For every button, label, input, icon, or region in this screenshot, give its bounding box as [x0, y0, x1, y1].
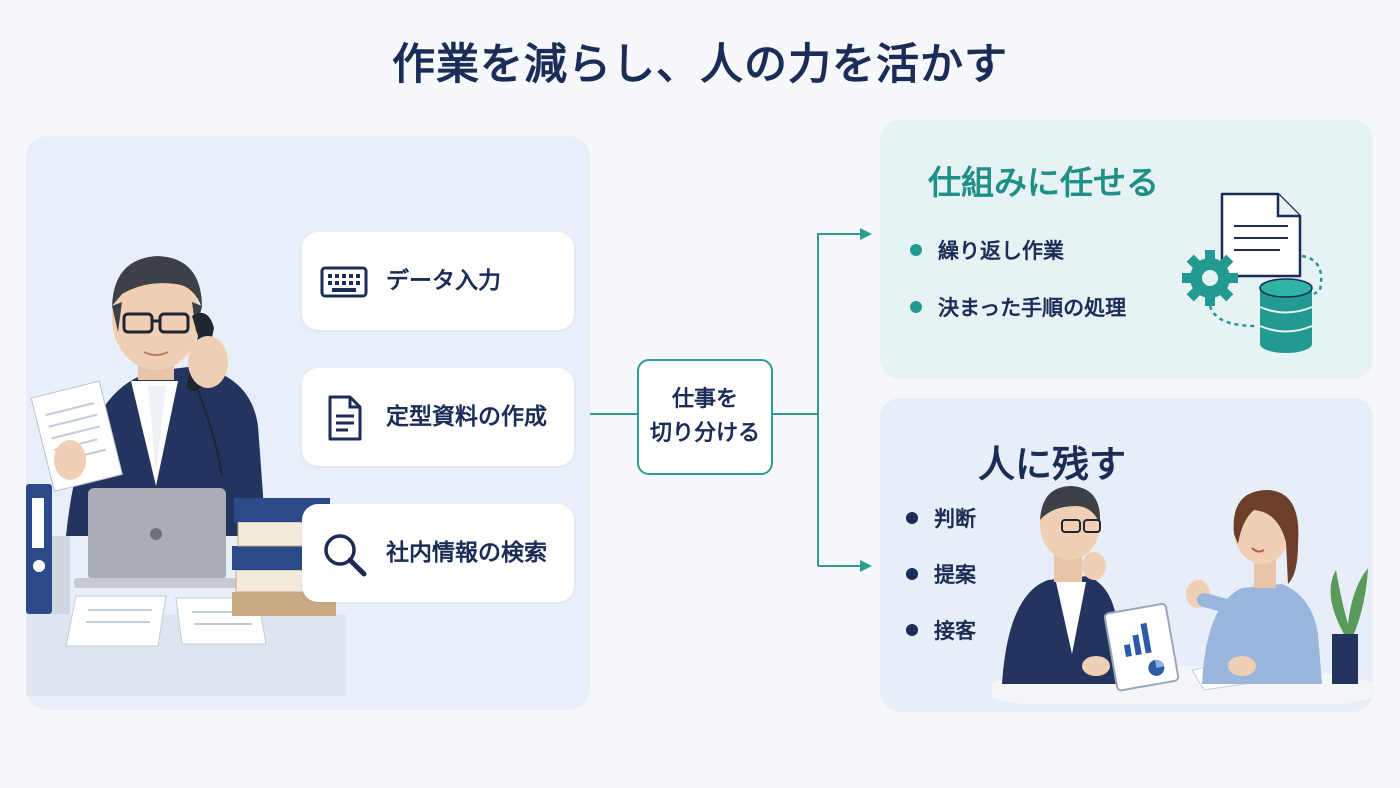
system-item-label: 繰り返し作業	[938, 239, 1064, 263]
bullet-dot	[906, 568, 918, 580]
human-item: 接客	[906, 615, 976, 645]
task-label: データ入力	[386, 268, 501, 294]
database-icon	[1259, 278, 1313, 353]
human-item-label: 提案	[934, 563, 976, 587]
system-title: 仕組みに任せる	[928, 163, 1159, 202]
gear-icon	[1182, 250, 1238, 306]
magnifier-icon	[324, 534, 367, 577]
task-card-info-search: 社内情報の検索	[302, 504, 574, 602]
task-card-data-entry: データ入力	[302, 232, 574, 330]
human-item-label: 判断	[934, 507, 976, 531]
system-item: 決まった手順の処理	[910, 292, 1126, 322]
human-title: 人に残す	[978, 443, 1126, 486]
system-item: 繰り返し作業	[910, 235, 1064, 265]
human-panel: 人に残す 判断 提案 接客	[880, 398, 1373, 712]
busy-worker-illustration	[26, 256, 346, 696]
system-item-label: 決まった手順の処理	[938, 296, 1127, 320]
task-label: 社内情報の検索	[386, 540, 547, 566]
consultation-illustration	[992, 486, 1372, 704]
split-work-line1: 仕事を	[671, 387, 738, 412]
human-item-label: 接客	[934, 619, 976, 643]
bullet-dot	[910, 244, 922, 256]
task-label: 定型資料の作成	[386, 404, 547, 430]
page-title: 作業を減らし、人の力を活かす	[392, 40, 1008, 90]
keyboard-icon	[320, 266, 368, 298]
automation-illustration	[1182, 192, 1323, 353]
system-panel: 仕組みに任せる 繰り返し作業 決まった手順の処理	[880, 120, 1373, 379]
human-item: 提案	[906, 559, 976, 589]
split-work-line2: 切り分ける	[649, 421, 760, 446]
task-card-document-creation: 定型資料の作成	[302, 368, 574, 466]
bullet-dot	[906, 512, 918, 524]
split-work-box: 仕事を 切り分ける	[637, 359, 773, 475]
document-icon	[328, 395, 362, 441]
bullet-dot	[906, 624, 918, 636]
human-item: 判断	[906, 503, 976, 533]
bullet-dot	[910, 301, 922, 313]
